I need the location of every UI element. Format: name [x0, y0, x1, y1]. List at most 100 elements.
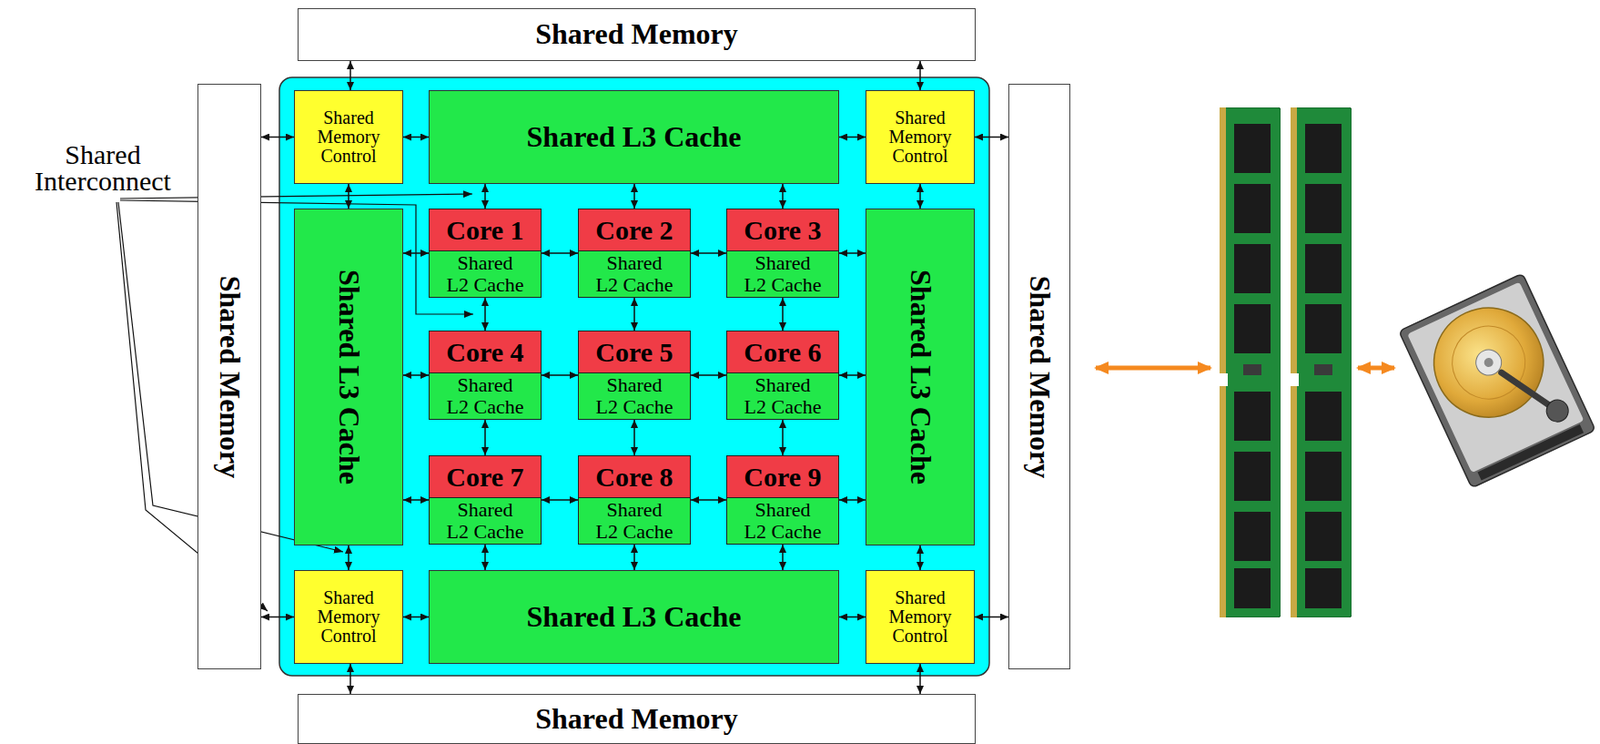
core-label: Core 1: [445, 216, 524, 244]
ram-modules: [1219, 107, 1352, 618]
l2-cache-area: Shared L2 Cache: [429, 496, 541, 544]
disk-pivot: [1542, 395, 1572, 426]
controller-label: Shared Memory Control: [883, 108, 957, 166]
ram-stick: [1290, 107, 1352, 618]
leader-line: [120, 193, 473, 199]
memory-band: Shared Memory: [197, 83, 262, 669]
core-label: Core 9: [743, 463, 821, 491]
memory-label: Shared Memory: [535, 18, 738, 51]
disk-connector: [1477, 424, 1584, 480]
interconnect-arrow: [541, 252, 578, 254]
memory-controller: Shared Memory Control: [293, 90, 404, 184]
interconnect-arrow: [484, 297, 487, 331]
interconnect-arrow: [349, 663, 352, 694]
interconnect-arrow: [347, 545, 350, 570]
controller-label: Shared Memory Control: [312, 108, 385, 166]
cache-label: Shared L3 Cache: [526, 121, 742, 153]
leader-lines: [116, 193, 474, 611]
interconnect-arrow: [690, 498, 727, 501]
interconnect-arrow: [919, 60, 922, 91]
interconnect-arrow: [484, 183, 487, 209]
l2-cache-area: Shared L2 Cache: [727, 496, 839, 544]
cache-label: Shared L3 Cache: [332, 269, 365, 485]
disk-track: [1440, 313, 1538, 411]
l2-cache-area: Shared L2 Cache: [578, 372, 690, 419]
memory-label: Shared Memory: [1022, 274, 1055, 477]
l2-cache-area: Shared L2 Cache: [429, 372, 541, 419]
interconnect-arrow: [839, 498, 866, 501]
interconnect-arrow: [974, 136, 1009, 139]
memory-label: Shared Memory: [212, 274, 245, 477]
interconnect-arrow: [839, 252, 866, 254]
interconnect-arrow: [919, 545, 922, 570]
core-header: Core 2: [578, 209, 690, 252]
interconnect-arrow: [541, 374, 578, 376]
cpu-core: Core 3Shared L2 Cache: [726, 208, 840, 298]
core-header: Core 7: [429, 455, 541, 498]
interconnect-arrow: [919, 663, 922, 694]
interconnect-arrow: [484, 419, 487, 456]
interconnect-arrow: [690, 252, 727, 254]
core-header: Core 6: [727, 331, 839, 374]
chip-die: [279, 77, 990, 676]
cpu-core: Core 8Shared L2 Cache: [577, 455, 691, 545]
core-header: Core 5: [578, 331, 690, 374]
interconnect-arrow: [839, 136, 866, 139]
core-header: Core 1: [429, 209, 541, 252]
l2-cache-label: Shared L2 Cache: [594, 252, 675, 294]
interconnect-arrow: [403, 136, 429, 139]
interconnect-arrow: [541, 498, 578, 501]
cache-label: Shared L3 Cache: [903, 269, 936, 485]
core-label: Core 6: [743, 338, 821, 366]
cpu-core: Core 9 Shared L2 Cache: [726, 455, 840, 545]
core-header: Core 9: [727, 455, 839, 498]
memory-band: Shared Memory: [1008, 83, 1071, 669]
l2-cache-label: Shared L2 Cache: [445, 252, 526, 294]
interconnect-arrow: [633, 419, 636, 456]
ram-stick: [1219, 107, 1281, 618]
core-label: Core 4: [445, 338, 524, 366]
l2-cache-label: Shared L2 Cache: [594, 498, 675, 541]
interconnect-arrow: [403, 252, 429, 254]
core-label: Core 2: [595, 216, 673, 244]
interconnect-arrow: [261, 136, 294, 139]
interconnect-arrow: [781, 297, 784, 331]
disk-platter: [1416, 289, 1561, 435]
interconnect-arrow: [974, 616, 1009, 618]
orange-arrows: [1095, 367, 1395, 369]
interconnect-arrow: [347, 183, 350, 209]
interconnect-arrow: [839, 374, 866, 376]
interconnect-arrow: [403, 616, 429, 618]
memory-controller: Shared Memory Control: [865, 90, 975, 184]
interconnect-arrow: [633, 297, 636, 331]
l2-cache-label: Shared L2 Cache: [742, 252, 823, 294]
cpu-core: Core 1 Shared L2 Cache: [428, 208, 542, 298]
interconnect-arrow: [781, 183, 784, 209]
l2-cache-label: Shared L2 Cache: [742, 498, 823, 541]
l2-cache-area: Shared L2 Cache: [429, 250, 541, 297]
annotation-label: Shared Interconnect: [25, 141, 181, 194]
interconnect-arrow: [484, 544, 487, 570]
interconnect-arrow: [919, 183, 922, 209]
interconnect-arrow: [690, 374, 727, 376]
l3-cache: Shared L3 Cache: [428, 569, 840, 664]
l3-cache: Shared L3 Cache: [865, 208, 975, 546]
core-label: Core 7: [445, 463, 524, 491]
memory-label: Shared Memory: [535, 702, 738, 735]
cpu-core: Core 7 Shared L2 Cache: [428, 455, 542, 545]
disk-hub: [1482, 355, 1495, 368]
interconnect-arrow: [403, 374, 429, 376]
core-header: Core 3: [727, 209, 839, 252]
interconnect-arrow: [781, 419, 784, 456]
cpu-core: Core 2 Shared L2 Cache: [577, 208, 691, 298]
interconnect-arrow: [403, 498, 429, 501]
l2-cache-label: Shared L2 Cache: [594, 374, 675, 416]
memory-band: Shared Memory: [297, 693, 976, 744]
cpu-core: Core 6Shared L2 Cache: [726, 330, 840, 420]
cpu-core: Core 4 Shared L2 Cache: [428, 330, 542, 420]
interconnect-arrow: [839, 616, 866, 618]
interconnect-arrow: [261, 616, 294, 618]
core-header: Core 8: [578, 455, 690, 498]
interconnect-arrow: [633, 183, 636, 209]
